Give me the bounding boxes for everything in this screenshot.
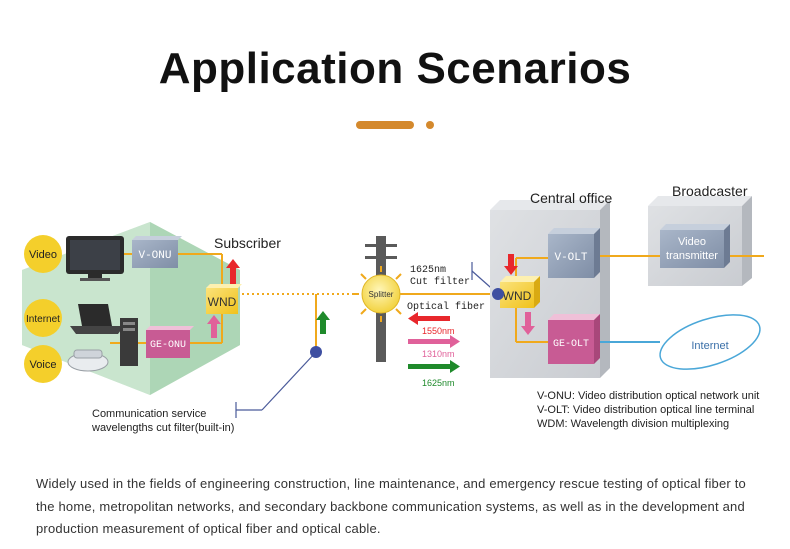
filter-note-line-2: wavelengths cut filter(built-in) bbox=[91, 422, 234, 434]
broadcaster-label: Broadcaster bbox=[672, 183, 748, 199]
filter-note-line-1: Communication service bbox=[92, 408, 206, 420]
v-olt-box: V-OLT bbox=[548, 228, 600, 278]
telephone-icon bbox=[67, 349, 109, 372]
wavelength-1550-arrow bbox=[408, 312, 450, 325]
splitter-label: Splitter bbox=[369, 290, 394, 299]
central-office-filter-node bbox=[492, 288, 504, 300]
central-office-wiring bbox=[515, 255, 764, 343]
network-diagram: Video Internet Voice V-ONU GE-O bbox=[22, 183, 764, 434]
drop-up-arrow-green bbox=[316, 311, 330, 334]
wavelength-1550-label: 1550nm bbox=[422, 326, 455, 336]
subscriber-label: Subscriber bbox=[214, 235, 281, 251]
co-down-arrow-pink bbox=[521, 312, 535, 335]
subscriber-up-arrow-pink bbox=[207, 315, 221, 338]
video-transmitter-label-2: transmitter bbox=[666, 250, 718, 262]
co-down-arrow-red bbox=[504, 254, 518, 275]
title-underline-dot bbox=[426, 121, 434, 129]
wavelength-1625-label: 1625nm bbox=[422, 378, 455, 388]
internet-label: Internet bbox=[691, 340, 728, 352]
v-olt-label: V-OLT bbox=[554, 252, 587, 264]
splitter-node: Splitter bbox=[353, 266, 409, 322]
optical-fiber-label: Optical fiber bbox=[407, 301, 485, 313]
service-voice-label: Voice bbox=[30, 359, 57, 371]
wavelength-1310-arrow bbox=[408, 335, 460, 348]
central-office-wnd-label: WND bbox=[503, 289, 532, 303]
feeder-fiber bbox=[315, 293, 498, 352]
service-internet-label: Internet bbox=[26, 314, 60, 325]
service-video-label: Video bbox=[29, 249, 57, 261]
wavelength-1310-label: 1310nm bbox=[422, 349, 455, 359]
page-title: Application Scenarios bbox=[158, 44, 632, 93]
ge-onu-box: GE-ONU bbox=[146, 326, 194, 358]
tv-icon bbox=[66, 236, 124, 281]
service-voice: Voice bbox=[24, 345, 62, 383]
laptop-icon bbox=[70, 304, 124, 334]
v-onu-box: V-ONU bbox=[132, 236, 182, 268]
internet-cloud: Internet bbox=[659, 314, 761, 370]
subscriber-wnd-label: WND bbox=[208, 295, 237, 309]
subscriber-up-arrow-red bbox=[226, 259, 240, 284]
subscriber-filter-node bbox=[310, 346, 322, 358]
central-office-wnd-box: WND bbox=[500, 276, 540, 308]
title-underline-bar bbox=[356, 121, 414, 129]
legend-wdm: WDM: Wavelength division multiplexing bbox=[537, 418, 729, 430]
central-office-label: Central office bbox=[530, 190, 612, 206]
ge-onu-label: GE-ONU bbox=[150, 340, 186, 351]
subscriber-wnd-box: WND bbox=[206, 284, 242, 314]
legend-v-onu: V-ONU: Video distribution optical networ… bbox=[537, 390, 759, 402]
filter-note-leader bbox=[261, 351, 317, 411]
service-internet: Internet bbox=[24, 299, 62, 337]
description-paragraph: Widely used in the fields of engineering… bbox=[36, 476, 746, 536]
wavelength-1625-arrow bbox=[408, 360, 460, 373]
pc-tower-icon bbox=[120, 318, 138, 366]
video-transmitter-box: Video transmitter bbox=[660, 224, 730, 268]
v-onu-label: V-ONU bbox=[138, 250, 171, 262]
legend-v-olt: V-OLT: Video distribution optical line t… bbox=[537, 404, 754, 416]
video-transmitter-label-1: Video bbox=[678, 236, 706, 248]
ge-olt-label: GE-OLT bbox=[553, 339, 589, 350]
ge-olt-box: GE-OLT bbox=[548, 314, 600, 364]
service-video: Video bbox=[24, 235, 62, 273]
cut-filter-label-1: 1625nm bbox=[410, 265, 446, 276]
cut-filter-label-2: Cut filter bbox=[410, 276, 470, 288]
